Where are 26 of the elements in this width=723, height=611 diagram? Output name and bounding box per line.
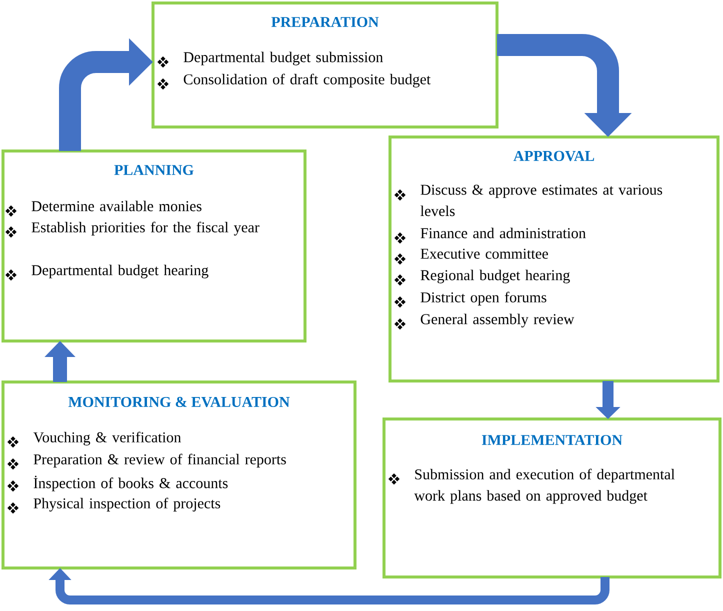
bullet-item: District open forums [420, 292, 546, 306]
box-title: PREPARATION [271, 16, 379, 28]
bullet-item: Consolidation of draft composite budget [184, 74, 431, 88]
bullet-item: İnspection of books & accounts [34, 476, 228, 492]
bullet-item: Submission and execution of departmental work plans based on approved budget [414, 468, 675, 504]
process-box [382, 418, 722, 578]
bullet-item: Physical inspection of projects [34, 498, 220, 512]
bullet-item: Determine available monies [32, 200, 202, 212]
bullet-item: Departmental budget hearing [32, 264, 208, 278]
bullet-item: General assembly review [420, 314, 574, 328]
bullet-item: Departmental budget submission [184, 52, 383, 66]
process-box [388, 136, 720, 382]
process-box [2, 380, 356, 570]
process-box [2, 150, 306, 342]
box-title: PLANNING [114, 164, 194, 176]
bullet-item: Vouching & verification [33, 432, 182, 446]
bullet-item: Establish priorities for the fiscal year [32, 222, 260, 236]
box-title: IMPLEMENTATION [482, 434, 622, 446]
bullet-item: Executive committee [420, 248, 548, 259]
bullet-item: Finance and administration [420, 228, 586, 238]
box-title: MONITORING & EVALUATION [68, 396, 290, 408]
process-box [152, 2, 498, 128]
bullet-item: Preparation & review of financial reports [34, 454, 286, 468]
bullet-item: Discuss & approve estimates at various levels [420, 184, 662, 216]
box-title: APPROVAL [513, 150, 594, 162]
bullet-item: Regional budget hearing [420, 270, 570, 284]
